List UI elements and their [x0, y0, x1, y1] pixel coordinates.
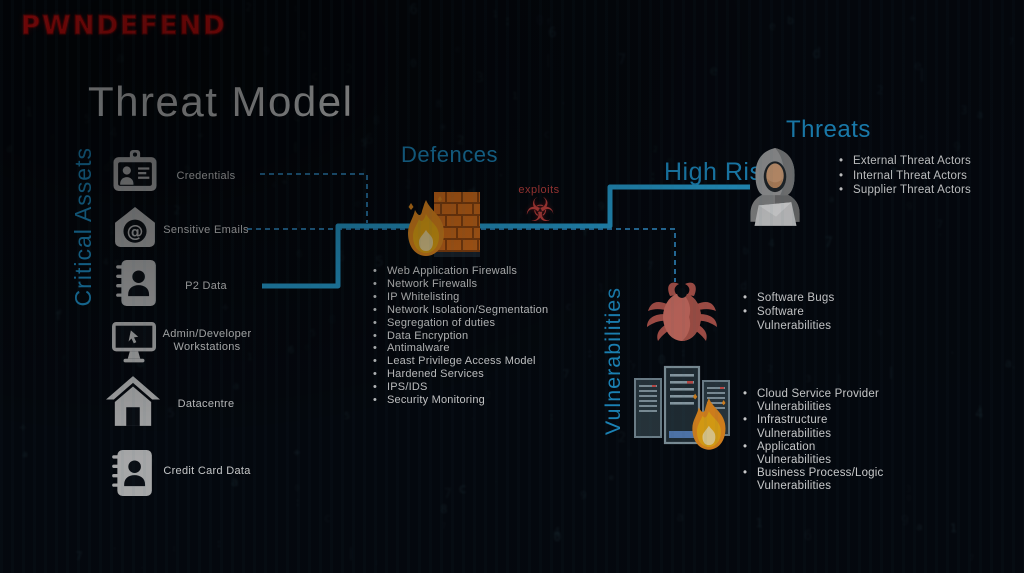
asset-label: Admin/Developer Workstations: [162, 328, 252, 353]
defences-heading: Defences: [401, 142, 498, 167]
at-glyph: @: [127, 221, 144, 241]
platform-vulnerability-item: Cloud Service Provider Vulnerabilities: [740, 388, 886, 414]
software-vulnerability-item: Software Vulnerabilities: [740, 306, 858, 334]
defence-item: IP Whitelisting: [370, 291, 620, 304]
asset-label: P2 Data: [185, 280, 227, 292]
email-house-icon: @: [114, 206, 156, 248]
platform-vulnerability-item: Business Process/Logic Vulnerabilities: [740, 467, 886, 493]
house-icon: [106, 376, 160, 426]
defence-item: Least Privilege Access Model: [370, 355, 620, 368]
page-title: Threat Model: [88, 78, 354, 125]
threats-heading: Threats: [786, 116, 871, 143]
defence-item: Segregation of duties: [370, 317, 620, 330]
platform-vulnerability-item: Application Vulnerabilities: [740, 441, 886, 467]
software-vulnerability-item: Software Bugs: [740, 292, 858, 306]
defence-item: Data Encryption: [370, 330, 620, 343]
hacker-icon: [746, 146, 804, 232]
asset-label: Credit Card Data: [163, 465, 251, 477]
platform-vulnerabilities-list: Cloud Service Provider VulnerabilitiesIn…: [740, 388, 886, 494]
threats-list: External Threat ActorsInternal Threat Ac…: [836, 154, 986, 198]
defence-item: Antimalware: [370, 342, 620, 355]
threat-item: Internal Threat Actors: [836, 169, 986, 184]
vulnerabilities-dashed-connector: [247, 228, 676, 282]
defence-item: Web Application Firewalls: [370, 265, 620, 278]
defence-item: IPS/IDS: [370, 381, 620, 394]
defences-list: Web Application FirewallsNetwork Firewal…: [370, 265, 620, 407]
id-badge-icon: [112, 150, 158, 193]
threat-item: Supplier Threat Actors: [836, 183, 986, 198]
software-vulnerabilities-list: Software BugsSoftware Vulnerabilities: [740, 292, 858, 333]
pwndefend-logo: PWNDEFEND: [21, 11, 227, 42]
platform-vulnerability-item: Infrastructure Vulnerabilities: [740, 414, 886, 440]
biohazard-icon: ☣: [525, 191, 555, 228]
server-fire-icon: [629, 359, 737, 455]
defence-item: Hardened Services: [370, 368, 620, 381]
asset-label: Credentials: [176, 170, 236, 182]
address-book-icon: [112, 450, 152, 496]
asset-label: Sensitive Emails: [163, 224, 249, 236]
credentials-dashed-connector: [260, 173, 368, 223]
defence-item: Security Monitoring: [370, 394, 620, 407]
address-book-icon: [116, 260, 156, 306]
defence-item: Network Firewalls: [370, 278, 620, 291]
bug-icon: [642, 281, 722, 343]
workstation-icon: [112, 322, 156, 364]
asset-label: Datacentre: [177, 398, 235, 410]
exploits-label: exploits: [518, 184, 560, 196]
firewall-icon: [400, 190, 484, 264]
threat-item: External Threat Actors: [836, 154, 986, 169]
defence-item: Network Isolation/Segmentation: [370, 304, 620, 317]
